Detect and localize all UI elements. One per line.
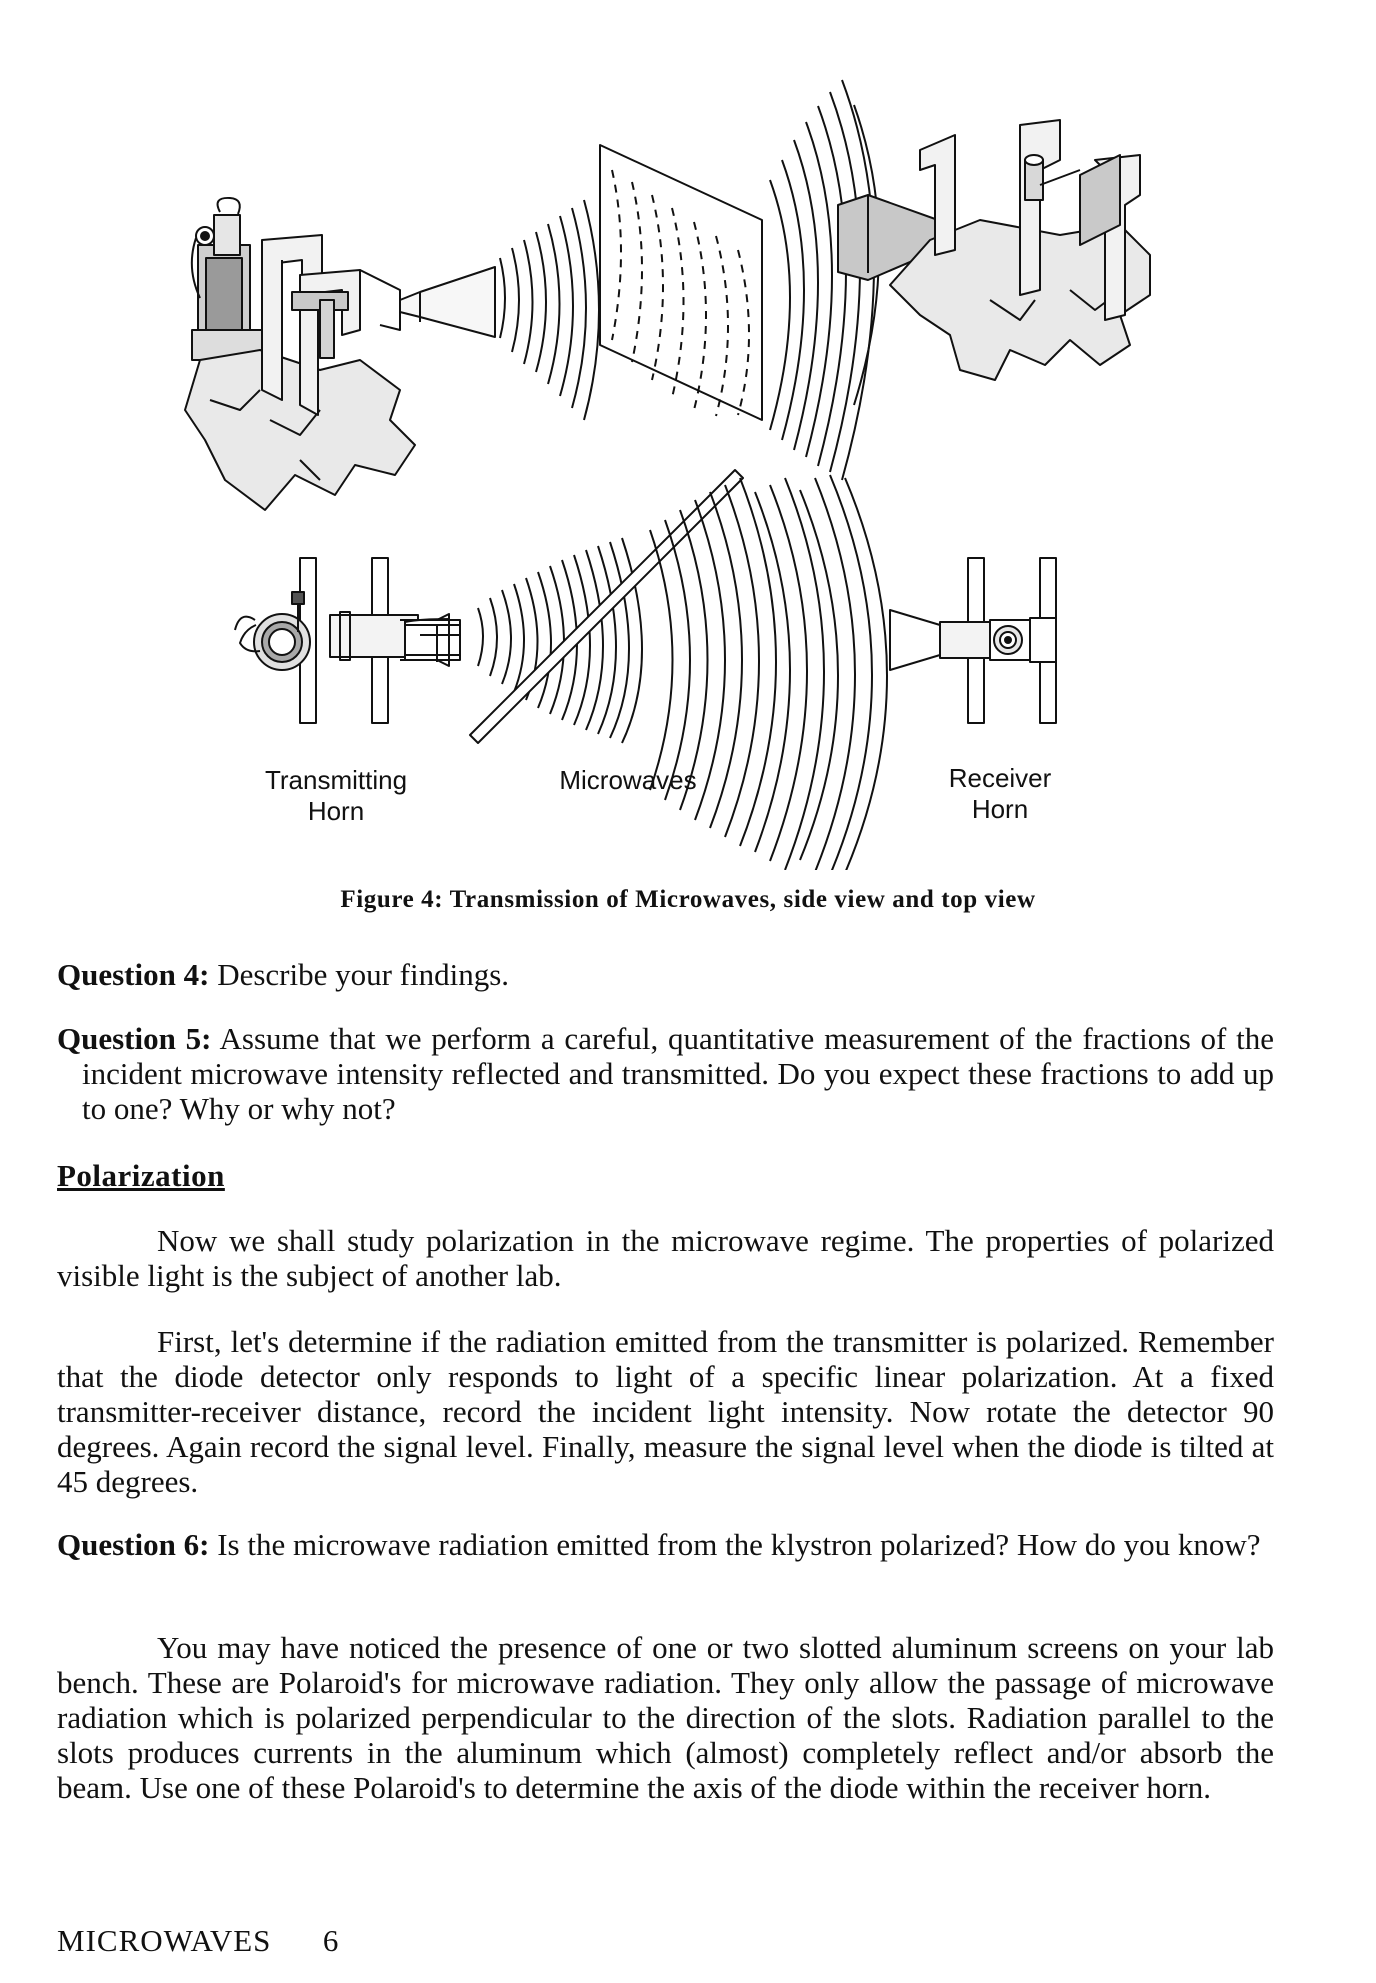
figure-caption: Figure 4: Transmission of Microwaves, si… [340,886,1036,913]
top-view-transmitter-assembly [234,557,461,724]
label-microwaves: Microwaves [559,765,697,795]
question-5-text: Assume that we perform a careful, quanti… [82,1021,1274,1126]
question-6-text: Is the microwave radiation emitted from … [209,1527,1261,1562]
question-6-label: Question 6: [57,1527,210,1562]
polarization-paragraph-1: Now we shall study polarization in the m… [57,1223,1274,1293]
microwave-transmission-figure [184,79,1151,870]
section-heading-polarization: Polarization [57,1158,225,1193]
side-view-screen [599,144,763,421]
footer-running-title: MICROWAVES [57,1923,272,1958]
polarization-paragraph-2: First, let's determine if the radiation … [57,1324,1274,1499]
label-transmitting-horn: Transmitting Horn [236,765,436,827]
side-view-wave-arcs-left [499,199,600,421]
top-view-wave-arcs-right [649,474,888,870]
page-footer: MICROWAVES 6 [57,1923,339,1959]
label-transmitting-line2: Horn [307,796,365,826]
label-receiver-line2: Horn [971,794,1029,824]
question-5-label: Question 5: [57,1021,212,1056]
side-view-wave-arcs-right [769,79,880,481]
label-receiver-horn: Receiver Horn [925,763,1075,825]
label-transmitting-line1: Transmitting [264,765,408,795]
top-view-transmitting-horn [404,624,461,656]
question-4-text: Describe your findings. [209,957,510,992]
side-view-receiver-assembly [837,119,1151,381]
question-4: Question 4: Describe your findings. [57,957,1274,992]
side-view-transmitter-assembly [184,196,496,511]
label-receiver-line1: Receiver [948,763,1052,793]
top-view-diagonal-screen [469,469,744,744]
footer-page-number: 6 [322,1923,340,1958]
polaroid-paragraph: You may have noticed the presence of one… [57,1630,1274,1805]
question-4-label: Question 4: [57,957,210,992]
question-6: Question 6: Is the microwave radiation e… [57,1527,1274,1562]
question-5: Question 5: Assume that we perform a car… [57,1021,1274,1126]
top-view-receiver-assembly [889,557,1057,724]
